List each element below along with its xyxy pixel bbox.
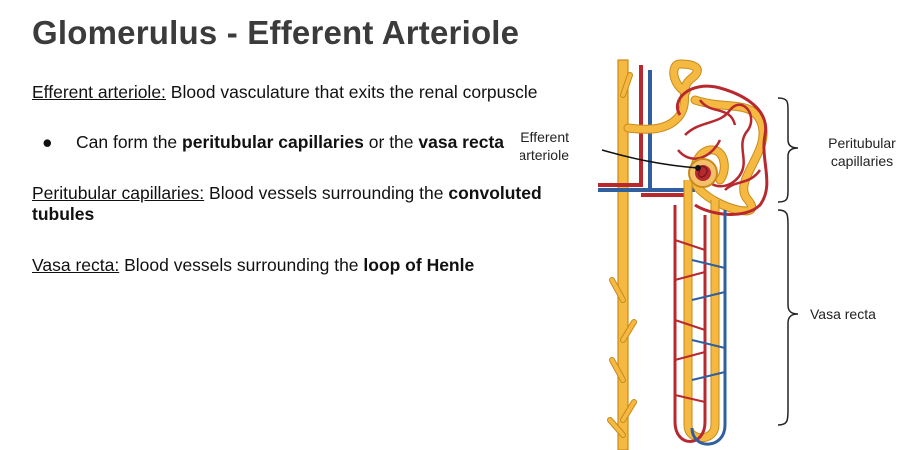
bullet-item: ● Can form the peritubular capillaries or… bbox=[32, 132, 542, 153]
page-title: Glomerulus - Efferent Arteriole bbox=[32, 14, 520, 51]
efferent-paragraph: Efferent arteriole: Blood vasculature th… bbox=[32, 82, 542, 103]
vasa-bold: loop of Henle bbox=[363, 255, 475, 275]
peritubular-paragraph: Peritubular capillaries: Blood vessels s… bbox=[32, 183, 542, 225]
vasa-recta bbox=[673, 205, 727, 446]
vasa-paragraph: Vasa recta: Blood vessels surrounding th… bbox=[32, 255, 542, 276]
text-body: Efferent arteriole: Blood vasculature th… bbox=[32, 82, 542, 276]
bullet-dot: ● bbox=[42, 132, 53, 152]
vasa-term: Vasa recta: bbox=[32, 255, 120, 275]
label-efferent-line2: arteriole bbox=[520, 147, 569, 163]
vasa-recta-bracket bbox=[777, 209, 799, 426]
vasa-definition: Blood vessels surrounding the bbox=[119, 255, 364, 275]
collecting-duct bbox=[607, 59, 637, 450]
peritubular-definition: Blood vessels surrounding the bbox=[204, 183, 449, 203]
label-peritubular-line2: capillaries bbox=[831, 153, 893, 169]
label-vasa-recta: Vasa recta bbox=[810, 306, 876, 322]
efferent-arteriole-leader bbox=[601, 149, 701, 171]
peritubular-capillaries bbox=[676, 84, 769, 216]
label-efferent-line1: Efferent bbox=[520, 129, 569, 145]
nephron-diagram: Efferent arteriole Peritubular capillari… bbox=[520, 59, 896, 450]
bullet-text-mid: or the bbox=[363, 132, 419, 152]
efferent-definition: Blood vasculature that exits the renal c… bbox=[165, 82, 538, 102]
bullet-bold-peritubular: peritubular capillaries bbox=[182, 132, 364, 152]
bullet-text-pre: Can form the bbox=[76, 132, 183, 152]
peritubular-bold: convoluted tubules bbox=[32, 183, 542, 224]
peritubular-bracket bbox=[777, 97, 799, 203]
glomerulus bbox=[688, 158, 718, 188]
label-peritubular-line1: Peritubular bbox=[828, 135, 896, 151]
peritubular-term: Peritubular capillaries: bbox=[32, 183, 205, 203]
bullet-bold-vasa: vasa recta bbox=[418, 132, 505, 152]
efferent-term: Efferent arteriole: bbox=[32, 82, 166, 102]
nephron-tubule bbox=[623, 59, 768, 443]
